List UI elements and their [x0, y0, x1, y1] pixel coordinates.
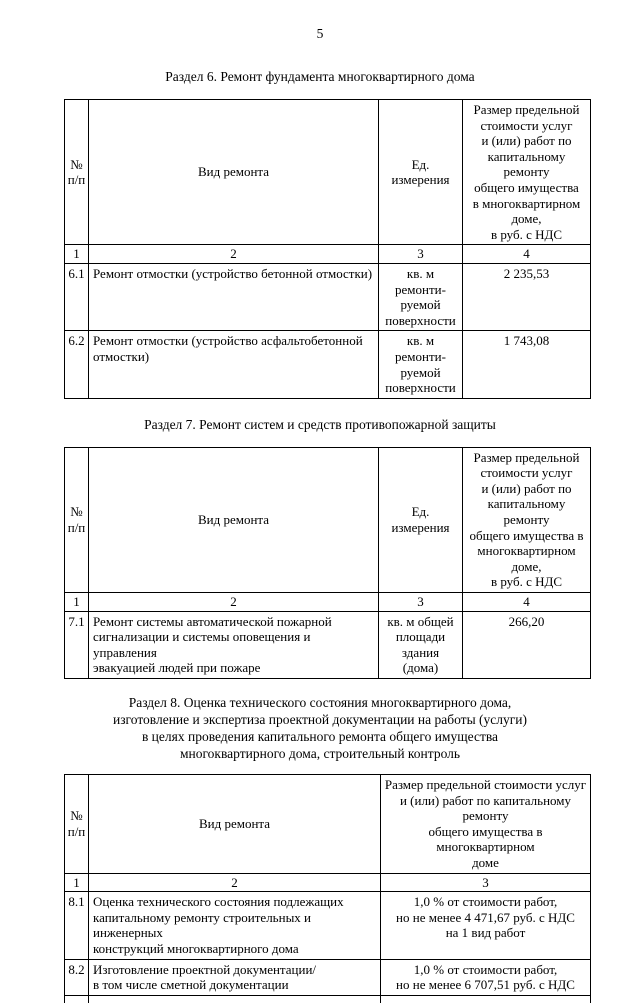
- cost-cell: 2 235,53: [462, 262, 591, 332]
- column-number-cell: 2: [88, 872, 381, 893]
- table-header-row: № п/п Вид ремонта Размер предельной стои…: [64, 774, 591, 874]
- column-number-cell: 2: [88, 592, 379, 612]
- unit-cell: кв. м ремонти- руемой поверхности: [378, 330, 463, 399]
- table-row: 7.1 Ремонт системы автоматической пожарн…: [64, 610, 591, 680]
- header-cell-num: № п/п: [64, 446, 89, 594]
- cost-cell: [380, 994, 591, 1003]
- header-cell-cost: Размер предельной стоимости услуг и (или…: [380, 774, 591, 874]
- column-number-cell: 1: [64, 592, 89, 612]
- header-cell-cost: Размер предельной стоимости услуг и (или…: [462, 98, 591, 246]
- repair-type-cell: Ремонт отмостки (устройство асфальтобето…: [88, 330, 379, 399]
- cost-cell: 266,20: [462, 610, 591, 680]
- document-page: 5 Раздел 6. Ремонт фундамента многокварт…: [64, 26, 591, 1003]
- header-cell-unit: Ед. измерения: [378, 98, 463, 246]
- section-7-table: № п/п Вид ремонта Ед. измерения Размер п…: [64, 446, 591, 680]
- table-header-row: № п/п Вид ремонта Ед. измерения Размер п…: [64, 446, 591, 594]
- column-number-cell: 2: [88, 244, 379, 264]
- cost-cell: 1 743,08: [462, 330, 591, 399]
- column-number-cell: 1: [64, 244, 89, 264]
- unit-cell: кв. м ремонти- руемой поверхности: [378, 262, 463, 332]
- row-number-cell: 7.1: [64, 610, 89, 680]
- unit-cell: кв. м общей площади здания (дома): [378, 610, 463, 680]
- row-number-cell: 6.2: [64, 330, 89, 399]
- page-number: 5: [316, 26, 324, 41]
- section-8-table: № п/п Вид ремонта Размер предельной стои…: [64, 774, 591, 1003]
- row-number-cell: 8.1: [64, 891, 89, 960]
- table-header-row: № п/п Вид ремонта Ед. измерения Размер п…: [64, 98, 591, 246]
- table-row: 8.1 Оценка технического состояния подлеж…: [64, 891, 591, 960]
- header-cell-cost: Размер предельной стоимости услуг и (или…: [462, 446, 591, 594]
- column-number-cell: 3: [378, 592, 463, 612]
- repair-type-cell: [88, 994, 381, 1003]
- repair-type-cell: Ремонт отмостки (устройство бетонной отм…: [88, 262, 379, 332]
- repair-type-cell: Ремонт системы автоматической пожарной с…: [88, 610, 379, 680]
- column-number-cell: 4: [462, 592, 591, 612]
- repair-type-cell: Изготовление проектной документации/ в т…: [88, 958, 381, 996]
- column-number-cell: 3: [380, 872, 591, 893]
- cost-cell: 1,0 % от стоимости работ, но не менее 6 …: [380, 958, 591, 996]
- section-6-title: Раздел 6. Ремонт фундамента многоквартир…: [165, 69, 475, 84]
- header-cell-num: № п/п: [64, 774, 89, 874]
- header-cell-num: № п/п: [64, 98, 89, 246]
- column-number-cell: 1: [64, 872, 89, 893]
- column-number-row: 1 2 3 4: [64, 244, 591, 264]
- row-number-cell: 8.2: [64, 958, 89, 996]
- cost-cell: 1,0 % от стоимости работ, но не менее 4 …: [380, 891, 591, 960]
- row-number-cell: 6.1: [64, 262, 89, 332]
- column-number-cell: 3: [378, 244, 463, 264]
- header-cell-type: Вид ремонта: [88, 774, 381, 874]
- section-6-table: № п/п Вид ремонта Ед. измерения Размер п…: [64, 98, 591, 399]
- repair-type-cell: Оценка технического состояния подлежащих…: [88, 891, 381, 960]
- column-number-cell: 4: [462, 244, 591, 264]
- clipped-table-row: [64, 994, 591, 1003]
- table-row: 6.1 Ремонт отмостки (устройство бетонной…: [64, 262, 591, 332]
- column-number-row: 1 2 3 4: [64, 592, 591, 612]
- table-row: 8.2 Изготовление проектной документации/…: [64, 958, 591, 996]
- header-cell-unit: Ед. измерения: [378, 446, 463, 594]
- section-7-title: Раздел 7. Ремонт систем и средств против…: [144, 416, 496, 432]
- header-cell-type: Вид ремонта: [88, 446, 379, 594]
- table-row: 6.2 Ремонт отмостки (устройство асфальто…: [64, 330, 591, 399]
- header-cell-type: Вид ремонта: [88, 98, 379, 246]
- section-8-title: Раздел 8. Оценка технического состояния …: [112, 695, 528, 761]
- column-number-row: 1 2 3: [64, 872, 591, 893]
- row-number-cell: [64, 994, 89, 1003]
